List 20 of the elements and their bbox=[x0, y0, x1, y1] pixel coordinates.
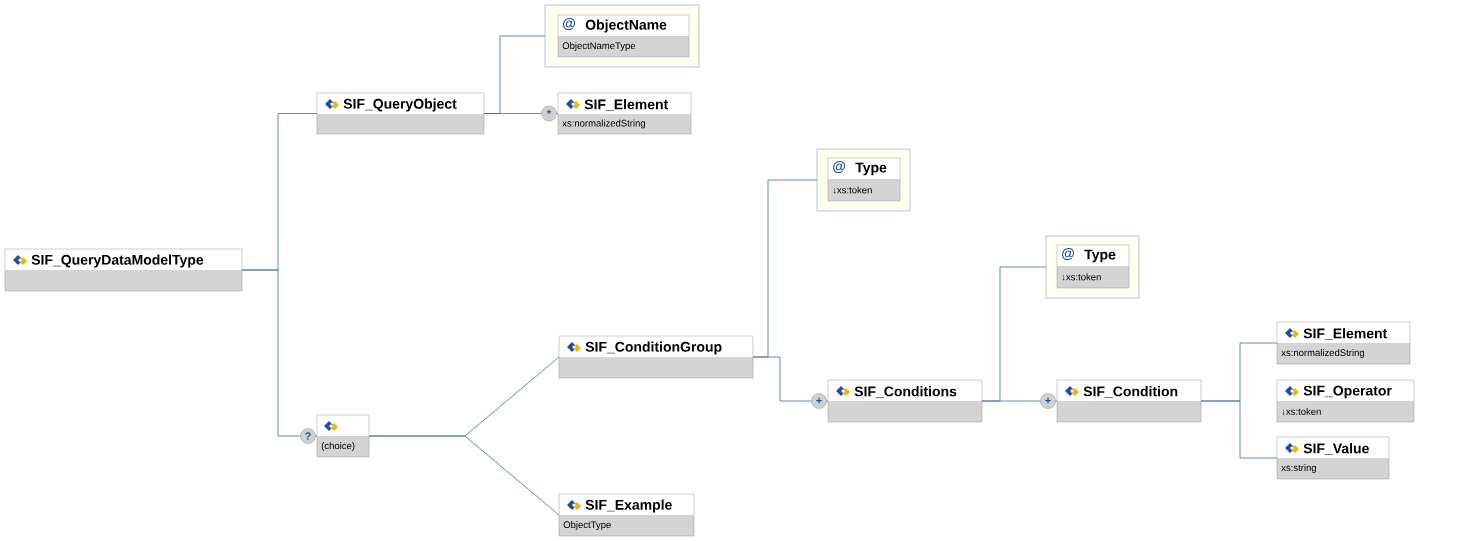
connector-line bbox=[752, 356, 829, 402]
attribute-box: @ Type ↓xs:token bbox=[1045, 235, 1140, 299]
element-box: SIF_QueryObject bbox=[316, 92, 485, 135]
element-box: SIF_ConditionGroup bbox=[558, 335, 754, 379]
element-box: SIF_Conditions bbox=[827, 379, 983, 423]
connector-line bbox=[241, 269, 318, 437]
attribute-box: @ ObjectName ObjectNameType bbox=[544, 4, 700, 68]
connector-line bbox=[1200, 400, 1278, 459]
element-box: SIF_Value xs:string bbox=[1276, 436, 1390, 480]
element-box: SIF_Example ObjectType bbox=[558, 493, 695, 537]
choice-box: (choice) bbox=[316, 414, 370, 458]
connector-line bbox=[981, 400, 1058, 402]
element-box: SIF_Condition bbox=[1056, 379, 1202, 423]
attribute-box: @ Type ↓xs:token bbox=[816, 148, 911, 212]
connector-line bbox=[368, 435, 560, 516]
element-box: SIF_Operator ↓xs:token bbox=[1276, 379, 1415, 423]
element-box: SIF_QueryDataModelType bbox=[4, 248, 243, 292]
element-box: SIF_Element xs:normalizedString bbox=[557, 92, 692, 135]
element-box: SIF_Element xs:normalizedString bbox=[1276, 321, 1411, 365]
connector-line bbox=[483, 113, 559, 114]
